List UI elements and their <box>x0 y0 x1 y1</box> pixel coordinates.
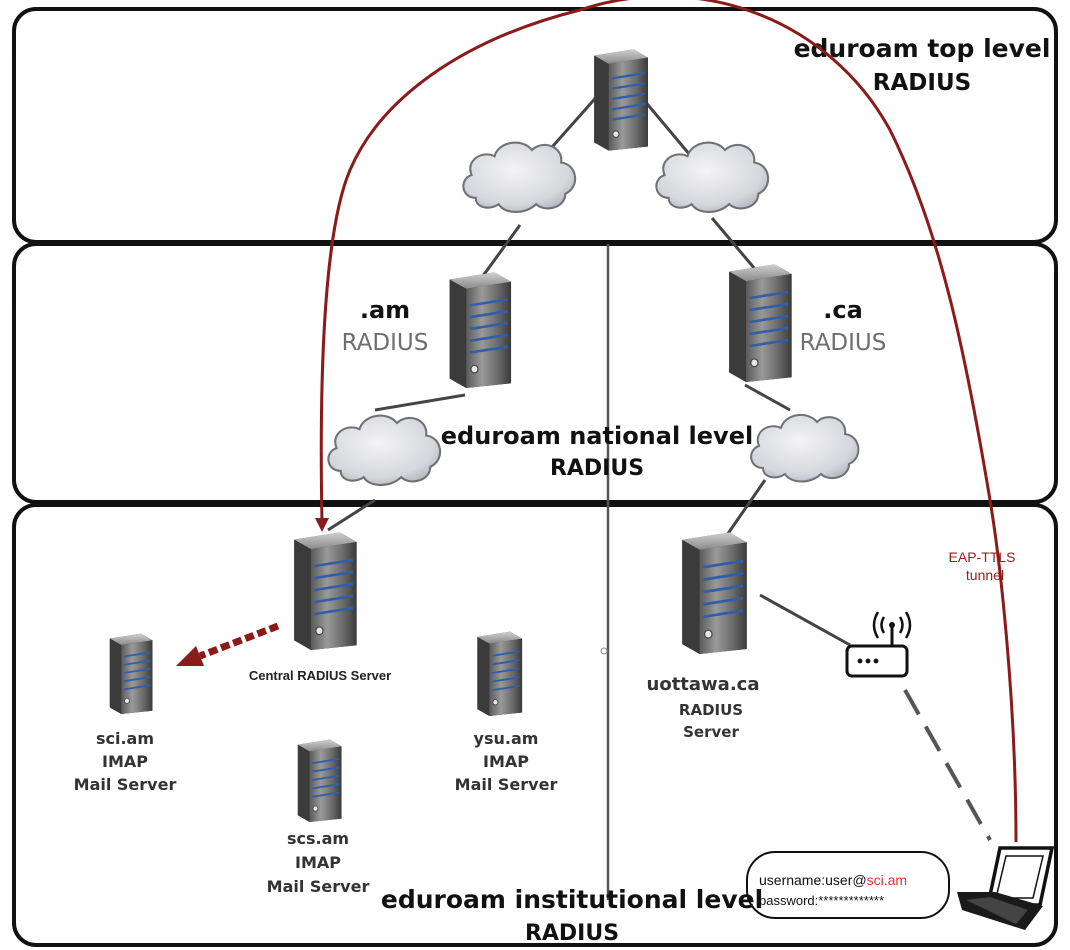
sci-am-server-line3: Mail Server <box>74 775 177 794</box>
eap-ttls-tunnel-path <box>319 0 1018 843</box>
ca-radius-server-icon <box>727 262 794 382</box>
scs-am-server-line1: scs.am <box>287 829 349 848</box>
top-level-radius-server-icon <box>593 48 650 152</box>
am-cloud-icon <box>327 414 442 487</box>
ca-server-name: .ca <box>823 296 863 324</box>
username-prefix: username:user@ <box>759 872 867 888</box>
central-radius-server-icon <box>292 530 359 650</box>
am-radius-server-icon <box>447 270 513 388</box>
scs-am-mail-server-icon <box>296 738 343 822</box>
username-realm: sci.am <box>867 872 907 888</box>
wifi-access-point-icon <box>845 611 912 678</box>
sci-am-server-line1: sci.am <box>96 729 154 748</box>
ysu-am-server-line3: Mail Server <box>455 775 558 794</box>
tunnel-label-line2: tunnel <box>966 567 1004 583</box>
ca-cloud-icon <box>749 413 860 483</box>
sci-am-server-line2: IMAP <box>102 752 148 771</box>
connection-lines <box>327 92 851 647</box>
tunnel-label-line1: EAP-TTLS <box>949 549 1016 565</box>
top-level-subtitle: RADIUS <box>873 70 971 96</box>
institutional-level-title: eduroam institutional level <box>381 885 763 914</box>
top-right-cloud-icon <box>655 141 770 214</box>
am-server-name: .am <box>360 296 410 324</box>
laptop-icon <box>957 846 1055 930</box>
scs-am-server-line3: Mail Server <box>267 877 370 896</box>
ca-server-role: RADIUS <box>800 330 887 356</box>
institutional-level-frame <box>12 503 1058 947</box>
top-level-title: eduroam top level <box>794 34 1051 63</box>
credentials-box <box>746 851 950 919</box>
uottawa-server-line3: Server <box>683 723 739 741</box>
forward-to-mail-arrowhead-icon <box>176 646 204 666</box>
national-level-subtitle: RADIUS <box>550 456 644 481</box>
tunnel-arrowhead-icon <box>315 518 329 532</box>
credentials-password: password:************* <box>759 893 884 908</box>
forward-to-mail-arrow-shaft <box>198 622 280 660</box>
national-level-title: eduroam national level <box>441 422 753 450</box>
wifi-to-laptop-link <box>903 689 992 841</box>
sci-am-mail-server-icon <box>108 632 154 714</box>
ysu-am-server-line2: IMAP <box>483 752 529 771</box>
uottawa-server-line1: uottawa.ca <box>647 674 760 695</box>
national-level-frame <box>12 242 1058 504</box>
scs-am-server-line2: IMAP <box>295 853 341 872</box>
central-radius-server-label: Central RADIUS Server <box>249 668 391 683</box>
institutional-level-subtitle: RADIUS <box>525 921 619 946</box>
top-left-cloud-icon <box>462 141 577 214</box>
credentials-username: username:user@sci.am <box>759 872 907 888</box>
ysu-am-server-line1: ysu.am <box>474 729 539 748</box>
ysu-am-mail-server-icon <box>476 630 524 716</box>
am-server-role: RADIUS <box>342 330 429 356</box>
uottawa-radius-server-icon <box>680 530 749 654</box>
uottawa-server-line2: RADIUS <box>679 701 743 719</box>
divider-dot <box>600 647 608 655</box>
